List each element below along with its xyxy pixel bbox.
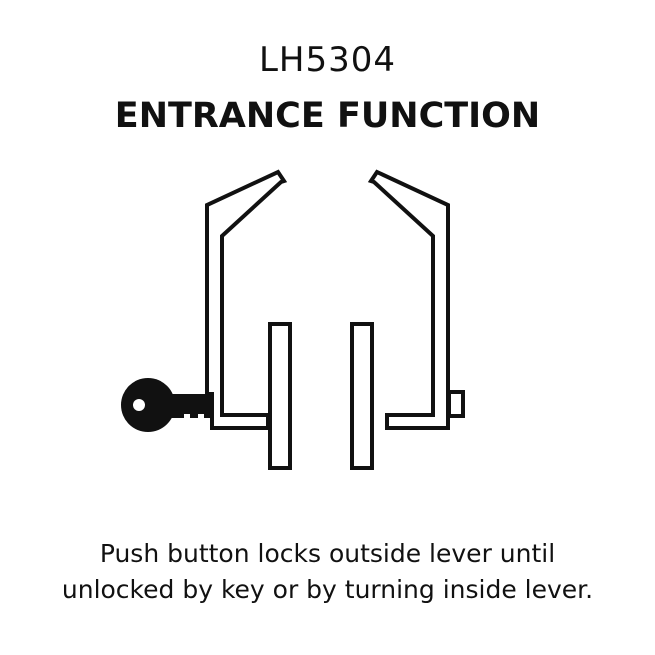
function-description: Push button locks outside lever until un… <box>0 536 655 608</box>
inside-lever-handle <box>367 169 450 430</box>
push-button-icon <box>447 390 465 418</box>
model-number: LH5304 <box>258 40 397 80</box>
description-line-1: Push button locks outside lever until <box>99 539 556 568</box>
function-title: ENTRANCE FUNCTION <box>114 96 541 136</box>
description-line-2: unlocked by key or by turning inside lev… <box>61 575 594 604</box>
inside-lever-icon <box>350 169 450 470</box>
outside-lever-rose <box>268 322 292 470</box>
outside-lever-handle <box>205 169 288 430</box>
outside-lever-icon <box>205 169 292 470</box>
key-icon <box>121 378 212 432</box>
inside-lever-rose <box>350 322 374 470</box>
